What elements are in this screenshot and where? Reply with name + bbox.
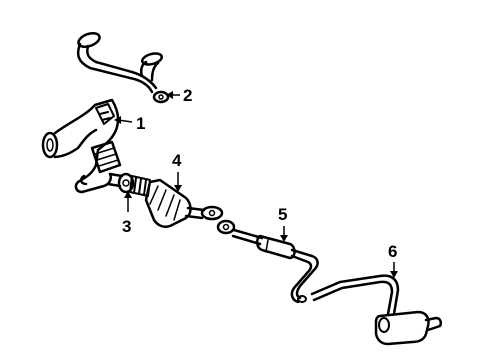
- intermediate-pipe: [231, 228, 319, 304]
- callout-6-arrow: [390, 271, 398, 278]
- callout-3: 3: [122, 191, 132, 236]
- converter-outlet-flange: [200, 205, 224, 221]
- callout-2: 2: [166, 86, 192, 105]
- callout-4-arrow: [174, 185, 182, 192]
- manifold-converter: [90, 140, 122, 174]
- manifold-converter-ribs: [94, 147, 119, 167]
- joint-pipe: [106, 172, 124, 188]
- muffler-tailpipe: [310, 274, 443, 346]
- crossover-y-pipe: [76, 31, 170, 104]
- converter-outlet-pipe: [184, 206, 206, 220]
- muffler-inlet: [378, 317, 390, 333]
- joint-gasket: [117, 172, 135, 194]
- intermediate-pipe-end: [297, 295, 307, 303]
- callout-5-label: 5: [278, 205, 287, 224]
- muffler-outlet: [424, 316, 443, 332]
- callout-1-arrow: [114, 116, 121, 124]
- callout-6: 6: [388, 242, 398, 278]
- manifold-outlet: [74, 172, 112, 194]
- catalytic-converter-ribs: [149, 185, 181, 221]
- exhaust-manifold: [41, 98, 122, 194]
- callout-1: 1: [114, 114, 145, 133]
- tailpipe-front: [310, 274, 400, 316]
- intermediate-pipe-rear: [290, 248, 319, 304]
- joint-gasket-hole: [122, 179, 130, 187]
- manifold-heat-shield: [95, 103, 115, 125]
- callout-3-label: 3: [122, 217, 131, 236]
- callout-4-label: 4: [172, 151, 182, 170]
- callout-2-label: 2: [183, 86, 192, 105]
- intermediate-gasket-hole: [222, 223, 230, 231]
- crossover-bottom-hole: [158, 94, 164, 100]
- callout-5-arrow: [280, 235, 288, 242]
- muffler-body: [374, 310, 430, 346]
- callout-1-label: 1: [136, 114, 145, 133]
- callout-5: 5: [278, 205, 288, 242]
- callout-6-label: 6: [388, 242, 397, 261]
- crossover-right-flange: [141, 52, 163, 66]
- manifold-inlet-bore: [46, 138, 54, 152]
- converter-outlet-hole: [208, 209, 216, 217]
- callout-3-arrow: [124, 191, 132, 198]
- intermediate-gasket: [216, 219, 236, 235]
- catalytic-converter: [144, 178, 192, 228]
- manifold-body: [53, 98, 120, 184]
- intermediate-gasket-ring: [216, 219, 236, 235]
- callout-2-arrow: [166, 91, 173, 99]
- converter-pipe-assembly: [106, 172, 224, 228]
- crossover-left-flange: [77, 31, 101, 49]
- manifold-inlet-flange: [41, 131, 59, 159]
- crossover-main-tube: [76, 42, 158, 94]
- resonator: [256, 234, 296, 260]
- crossover-bottom-gasket: [152, 90, 170, 104]
- resonator-band: [265, 239, 269, 253]
- callout-4: 4: [172, 151, 182, 192]
- crossover-right-leg: [139, 60, 160, 82]
